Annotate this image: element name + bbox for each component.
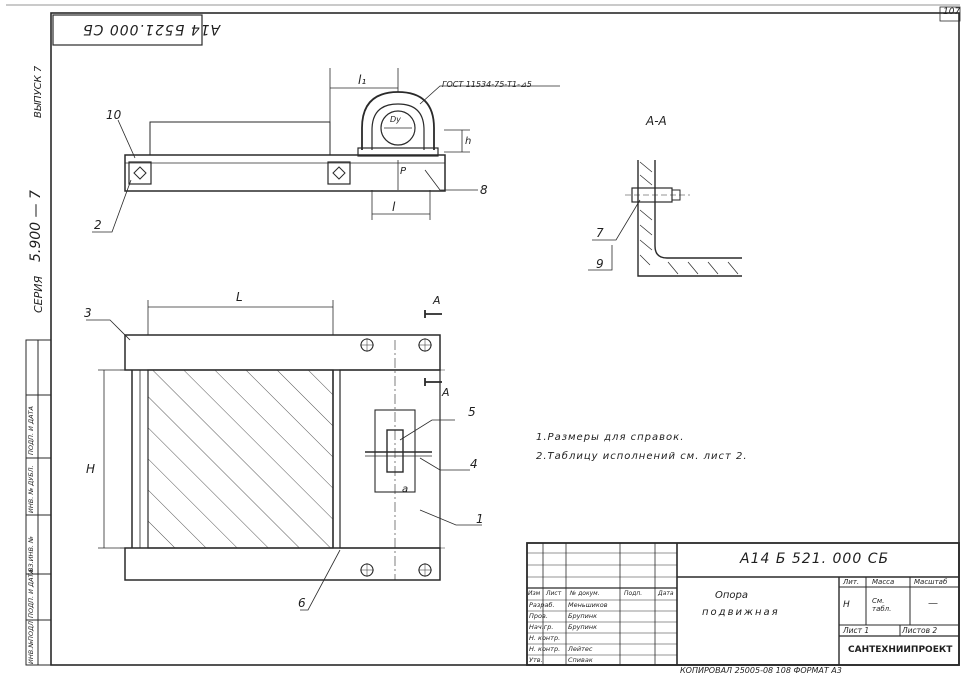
role-label: Нач.гр. bbox=[529, 623, 554, 631]
dim-l1: l₁ bbox=[358, 73, 367, 87]
side-stamp-label: ПОДП. И ДАТА bbox=[27, 569, 35, 618]
side-stamp-lines bbox=[25, 339, 52, 666]
callout-6: 6 bbox=[298, 596, 306, 610]
change-header-sign: Подп. bbox=[624, 590, 643, 597]
callout-8: 8 bbox=[480, 183, 488, 197]
callout-10: 10 bbox=[106, 108, 122, 122]
lit-value: Н bbox=[843, 600, 850, 610]
title-block-lines bbox=[526, 542, 960, 666]
cut-mark-bottom: А bbox=[442, 386, 450, 399]
section-title: А-А bbox=[646, 114, 667, 128]
scale-value: — bbox=[928, 598, 938, 609]
change-header-doc: № докум. bbox=[570, 590, 600, 597]
cut-mark-top: А bbox=[433, 294, 441, 307]
sheets-count: Листов 2 bbox=[902, 626, 938, 635]
dim-l: l bbox=[392, 200, 396, 214]
change-header-list: Лист bbox=[546, 590, 562, 597]
code-stamp-box bbox=[52, 14, 203, 46]
dim-L: L bbox=[236, 290, 243, 304]
footer-copy-text: КОПИРОВАЛ 25005-08 108 ФОРМАТ А3 bbox=[680, 666, 842, 675]
code-stamp: А14 Б521.000 СБ bbox=[82, 21, 221, 37]
section-view bbox=[588, 160, 742, 277]
role-name: Лейтес bbox=[568, 645, 593, 653]
sheet-number: Лист 1 bbox=[843, 626, 870, 635]
col-mass-header: Масса bbox=[872, 578, 895, 586]
sheet-frame bbox=[6, 4, 961, 666]
role-label: Н. контр. bbox=[529, 634, 561, 642]
callout-9: 9 bbox=[596, 257, 604, 271]
title-block-name-1: Опора bbox=[715, 590, 749, 601]
callout-3: 3 bbox=[84, 306, 92, 320]
side-stamp-label: ПОДП. И ДАТА bbox=[27, 406, 35, 455]
dim-a: a bbox=[402, 484, 409, 495]
dim-H: H bbox=[86, 462, 96, 476]
side-stamp-label: ИНВ.№ПОДЛ. bbox=[27, 618, 35, 664]
callout-7: 7 bbox=[596, 226, 604, 240]
note-2: 2.Таблицу исполнений см. лист 2. bbox=[536, 451, 748, 462]
change-header-date: Дата bbox=[658, 590, 674, 597]
callout-4: 4 bbox=[470, 457, 478, 471]
role-label: Разраб. bbox=[529, 601, 555, 609]
dim-h: h bbox=[465, 136, 472, 147]
role-label: Н. контр. bbox=[529, 645, 561, 653]
issue-label: ВЫПУСК 7 bbox=[33, 65, 44, 118]
plan-view bbox=[86, 300, 482, 611]
series-value: 5.900 — 7 bbox=[28, 190, 44, 262]
col-lit-header: Лит. bbox=[843, 578, 860, 586]
callout-1: 1 bbox=[476, 512, 484, 526]
role-label: Пров. bbox=[529, 612, 548, 620]
title-block-name-2: подвижная bbox=[702, 607, 780, 618]
role-name: Брупинк bbox=[568, 623, 598, 631]
callout-2: 2 bbox=[94, 218, 102, 232]
mass-value: См. табл. bbox=[872, 597, 892, 613]
role-name: Меньшиков bbox=[568, 601, 608, 609]
role-name: Спивак bbox=[568, 656, 593, 664]
callout-5: 5 bbox=[468, 405, 476, 419]
side-stamp-label: ВЗ.ИНВ. № bbox=[27, 536, 35, 572]
weld-note: ГОСТ 11534-75-Т1-⊿5 bbox=[442, 80, 532, 89]
side-stamp-label: ИНВ. № ДУБЛ. bbox=[27, 465, 35, 513]
note-1: 1.Размеры для справок. bbox=[536, 432, 685, 443]
dim-Dy: Dy bbox=[390, 115, 401, 124]
change-header-izm: Изм bbox=[528, 590, 541, 597]
dim-P: P bbox=[400, 166, 407, 177]
top-view bbox=[92, 68, 560, 233]
role-name: Брупинк bbox=[568, 612, 598, 620]
title-block-code: А14 Б 521. 000 СБ bbox=[740, 551, 890, 567]
series-label: СЕРИЯ bbox=[32, 275, 45, 313]
page-number: 107 bbox=[943, 7, 961, 17]
col-scale-header: Масштаб bbox=[914, 578, 948, 586]
role-label: Утв. bbox=[529, 656, 543, 664]
organization: САНТЕХНИИПРОЕКТ bbox=[848, 645, 953, 655]
